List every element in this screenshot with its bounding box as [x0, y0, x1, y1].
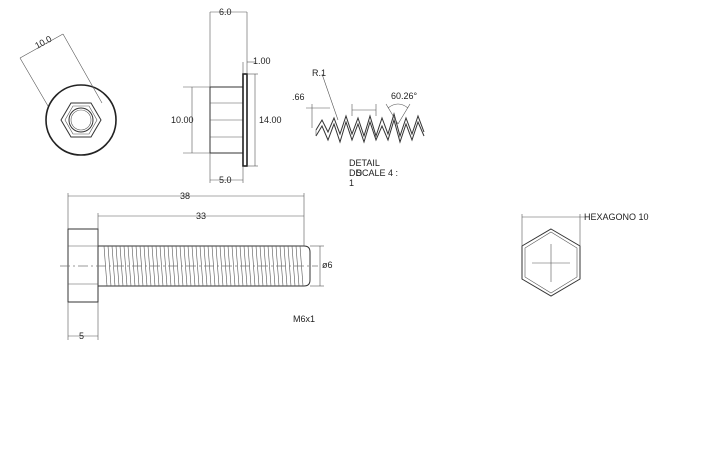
dim-thread-angle: 60.26° — [391, 91, 418, 101]
thread-hatch — [163, 245, 168, 287]
dim-total-length: 38 — [180, 191, 190, 201]
dim-head-height: 10.00 — [171, 115, 194, 125]
thread-hatch — [111, 245, 116, 287]
thread-detail: R.1 .66 60.26° DETAIL DD SCALE 4 : 1 — [292, 68, 425, 188]
detail-overlap: DD — [349, 168, 362, 178]
thread-hatch — [183, 245, 188, 287]
dim-shank-diameter: ø6 — [322, 260, 333, 270]
thread-hatch — [255, 245, 260, 287]
thread-hatch — [291, 245, 296, 287]
detail-scale-denominator: 1 — [349, 178, 354, 188]
thread-hatch — [231, 245, 236, 287]
thread-spec-label: M6x1 — [293, 314, 315, 324]
hex-outline — [60, 102, 102, 138]
thread-hatch — [159, 245, 164, 287]
flange-circle — [45, 84, 117, 156]
dim-flange-length: 6.0 — [219, 7, 232, 17]
dim-flange-diameter: 14.00 — [259, 115, 282, 125]
dim-top-width: 10.0 — [33, 34, 53, 51]
detail-scale: SCALE 4 : — [356, 168, 398, 178]
bolt-side-view: 38 33 ø6 5 — [60, 191, 333, 341]
detail-title: DETAIL — [349, 158, 380, 168]
hex-label: HEXAGONO 10 — [584, 212, 649, 222]
thread-hatch — [127, 245, 132, 287]
dim-head-length: 5.0 — [219, 175, 232, 185]
dim-thread-length: 33 — [196, 211, 206, 221]
thread-hatch — [199, 245, 204, 287]
dim-flange-thickness: 1.00 — [253, 56, 271, 66]
bore-circle — [68, 107, 94, 133]
dim-thread-depth: .66 — [292, 92, 305, 102]
thread-hatch — [267, 245, 272, 287]
top-view: 10.0 — [19, 34, 117, 156]
thread-hatch — [235, 245, 240, 287]
thread-hatch — [271, 245, 276, 287]
dim-thread-radius: R.1 — [312, 68, 326, 78]
side-view-head: 6.0 1.00 10.00 14.00 5.0 — [171, 7, 282, 185]
thread-hatch — [123, 245, 128, 287]
thread-hatch — [219, 245, 224, 287]
dim-head-length-side: 5 — [79, 331, 84, 341]
thread-hatch — [195, 245, 200, 287]
hex-view: HEXAGONO 10 — [521, 212, 649, 297]
thread-hatch — [147, 245, 152, 287]
